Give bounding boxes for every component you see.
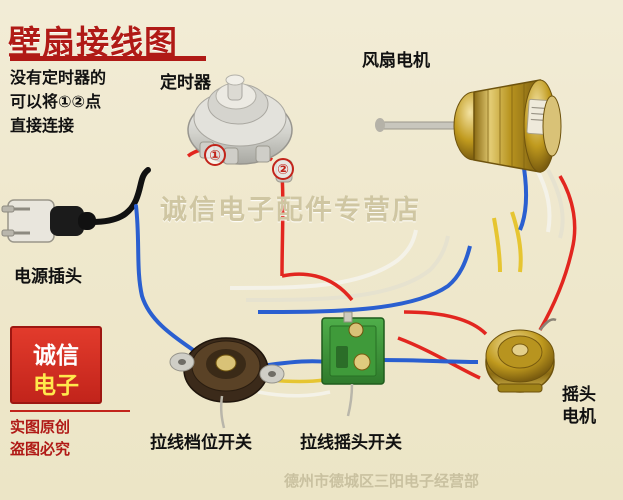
- label-fan-motor: 风扇电机: [362, 51, 430, 71]
- speed-switch-graphic: [169, 337, 285, 429]
- swing-switch-graphic: [321, 311, 385, 417]
- brand-logo-line1: 诚信: [33, 343, 79, 369]
- brand-logo: 诚信 电子: [10, 326, 102, 404]
- watermark-center: 诚信电子配件专营店: [160, 195, 421, 226]
- terminal-point-1: ①: [204, 144, 226, 166]
- logo-divider: [10, 410, 130, 412]
- note-line-3: 直接连接: [10, 116, 75, 135]
- label-swing-switch: 拉线摇头开关: [300, 433, 402, 453]
- copyright-line-1: 实图原创: [10, 418, 71, 436]
- label-power-plug: 电源插头: [14, 267, 82, 287]
- label-speed-switch: 拉线档位开关: [150, 433, 252, 453]
- page-title: 壁扇接线图: [8, 23, 178, 62]
- brand-logo-line2: 电子: [33, 373, 79, 399]
- power-plug-graphic: [1, 199, 96, 243]
- title-underline: [10, 56, 206, 61]
- note-line-1: 没有定时器的: [10, 68, 107, 87]
- label-swing-motor-line1: 摇头: [562, 385, 596, 405]
- watermark-bottom: 德州市德城区三阳电子经营部: [284, 472, 480, 490]
- fan-motor-graphic: [375, 79, 562, 173]
- label-swing-motor-line2: 电机: [562, 407, 596, 427]
- copyright-line-2: 盗图必究: [10, 440, 71, 458]
- label-timer: 定时器: [160, 73, 211, 93]
- note-text: 没有定时器的 可以将①②点 直接连接: [10, 66, 160, 138]
- copyright-notice: 实图原创 盗图必究: [10, 416, 70, 460]
- terminal-point-2: ②: [272, 158, 294, 180]
- note-line-2: 可以将①②点: [10, 92, 102, 111]
- swing-motor-graphic: [485, 318, 557, 393]
